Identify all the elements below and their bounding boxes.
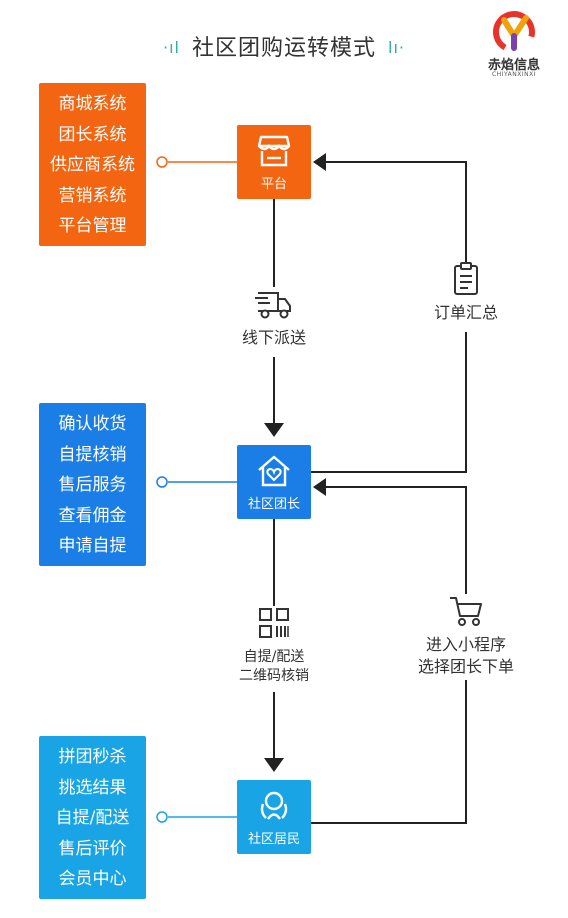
order-summary-text: 订单汇总	[433, 303, 498, 322]
platform-node: 平台	[237, 125, 311, 199]
platform-node-label: 平台	[260, 177, 287, 192]
list-item: 自提核销	[58, 444, 127, 465]
title-deco-left-icon: ·ıl	[163, 38, 180, 57]
list-item: 营销系统	[58, 185, 127, 206]
shopping-cart-icon	[450, 597, 482, 626]
list-item: 查看佣金	[58, 505, 127, 526]
pickup-flow-label: 自提/配送 二维码核销	[224, 606, 324, 692]
clipboard-icon	[454, 262, 478, 295]
page-title: ·ıl 社区团购运转模式 lı·	[0, 30, 568, 62]
delivery-text: 线下派送	[241, 328, 306, 347]
store-icon	[257, 135, 291, 167]
leader-node-label: 社区团长	[247, 497, 300, 512]
brand-logo: 赤焰信息 CHIYANXINXI	[474, 10, 554, 88]
logo-en-text: CHIYANXINXI	[491, 71, 536, 78]
pickup-text-line2: 二维码核销	[239, 668, 309, 684]
residents-icon	[260, 791, 288, 820]
miniprogram-flow-label: 进入小程序 选择团长下单	[402, 594, 530, 680]
list-item: 确认收货	[58, 414, 127, 434]
list-item: 售后服务	[58, 475, 127, 495]
title-text: 社区团购运转模式	[191, 36, 376, 61]
list-item: 商城系统	[58, 94, 127, 114]
order-summary-flow-label: 订单汇总	[420, 262, 512, 332]
title-deco-right-icon: lı·	[388, 38, 405, 57]
list-item: 供应商系统	[50, 155, 135, 175]
list-item: 会员中心	[58, 869, 127, 889]
platform-features-panel: 商城系统 团长系统 供应商系统 营销系统 平台管理	[39, 83, 146, 246]
logo-cn-text: 赤焰信息	[487, 58, 540, 73]
list-item: 团长系统	[58, 124, 127, 145]
delivery-truck-icon	[255, 292, 291, 319]
resident-features-panel: 拼团秒杀 挑选结果 自提/配送 售后评价 会员中心	[39, 736, 146, 899]
resident-node-label: 社区居民	[247, 832, 300, 847]
miniprogram-text-line1: 进入小程序	[425, 635, 506, 654]
leader-node: 社区团长	[237, 445, 311, 519]
resident-node: 社区居民	[237, 780, 311, 854]
home-heart-icon	[258, 455, 290, 487]
flame-logo-icon	[493, 11, 535, 53]
delivery-flow-label: 线下派送	[234, 287, 314, 357]
qr-code-icon	[259, 608, 289, 638]
list-item: 平台管理	[58, 216, 127, 236]
list-item: 拼团秒杀	[58, 747, 127, 767]
list-item: 挑选结果	[58, 777, 127, 798]
list-item: 售后评价	[58, 838, 127, 859]
miniprogram-text-line2: 选择团长下单	[417, 657, 514, 676]
list-item: 申请自提	[58, 536, 127, 556]
pickup-text-line1: 自提/配送	[243, 649, 305, 665]
leader-features-panel: 确认收货 自提核销 售后服务 查看佣金 申请自提	[39, 403, 146, 566]
list-item: 自提/配送	[55, 808, 130, 828]
